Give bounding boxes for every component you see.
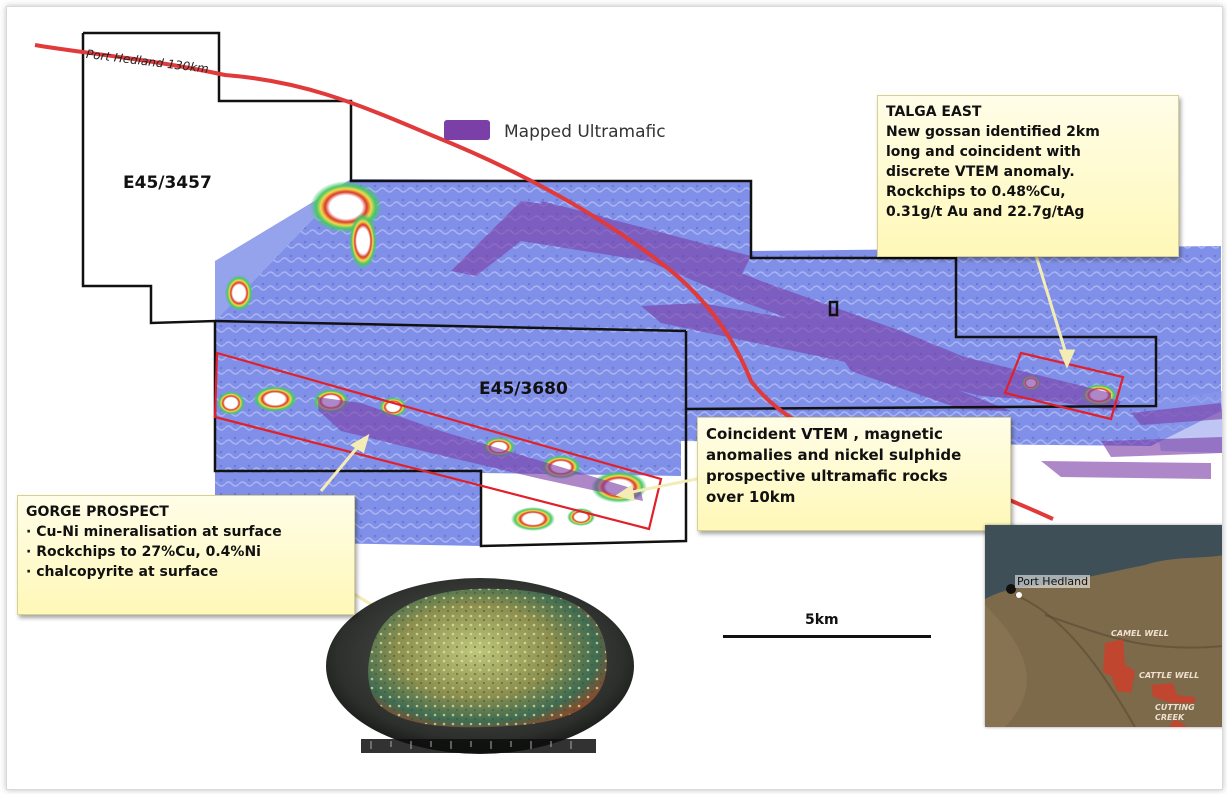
tenement-label: E45/3457 bbox=[123, 173, 212, 193]
callout-line: Rockchips to 0.48%Cu, bbox=[886, 184, 1066, 200]
callout-line: New gossan identified 2km bbox=[886, 124, 1100, 140]
prospect-tenements bbox=[1103, 639, 1195, 727]
callout-line: prospective ultramafic rocks bbox=[706, 467, 948, 485]
inset-prospect-label: CATTLE WELL bbox=[1139, 671, 1200, 680]
callout-line: · Rockchips to 27%Cu, 0.4%Ni bbox=[26, 544, 261, 560]
scale-label: 5km bbox=[805, 612, 839, 628]
gorge-prospect-callout: GORGE PROSPECT · Cu-Ni mineralisation at… bbox=[17, 495, 355, 615]
location-inset-map: Port Hedland CAMEL WELL CATTLE WELL CUTT… bbox=[985, 525, 1222, 727]
legend-swatch bbox=[444, 120, 490, 140]
inset-prospect-label: CREEK bbox=[1155, 713, 1185, 722]
coincident-vtem-callout: Coincident VTEM , magnetic anomalies and… bbox=[697, 417, 1011, 531]
callout-line: 0.31g/t Au and 22.7g/tAg bbox=[886, 204, 1085, 220]
callout-line: · chalcopyrite at surface bbox=[26, 564, 219, 580]
scale-bar bbox=[723, 635, 931, 638]
map-figure: Mapped Ultramafic Port Hedland 130km E45… bbox=[6, 6, 1223, 790]
callout-line: TALGA EAST bbox=[886, 104, 982, 120]
tenement-boundaries bbox=[81, 31, 1158, 548]
legend-label: Mapped Ultramafic bbox=[504, 122, 666, 142]
callout-line: Coincident VTEM , magnetic bbox=[706, 425, 943, 443]
rock-sample-photo bbox=[326, 578, 634, 754]
callout-line: GORGE PROSPECT bbox=[26, 504, 169, 520]
inset-prospect-label: CUTTING bbox=[1155, 703, 1195, 712]
callout-line: long and coincident with bbox=[886, 144, 1081, 160]
callout-line: over 10km bbox=[706, 488, 796, 506]
tenement-label: E45/3680 bbox=[479, 379, 568, 399]
talga-east-callout: TALGA EAST New gossan identified 2km lon… bbox=[877, 95, 1179, 257]
inset-port-label: Port Hedland bbox=[1015, 575, 1091, 588]
callout-line: discrete VTEM anomaly. bbox=[886, 164, 1075, 180]
callout-line: · Cu-Ni mineralisation at surface bbox=[26, 524, 282, 540]
inset-prospect-label: CAMEL WELL bbox=[1111, 629, 1169, 638]
target-boxes bbox=[213, 351, 1125, 531]
inset-imagery bbox=[985, 525, 1222, 727]
callout-line: anomalies and nickel sulphide bbox=[706, 446, 962, 464]
geology-map bbox=[34, 31, 1222, 754]
